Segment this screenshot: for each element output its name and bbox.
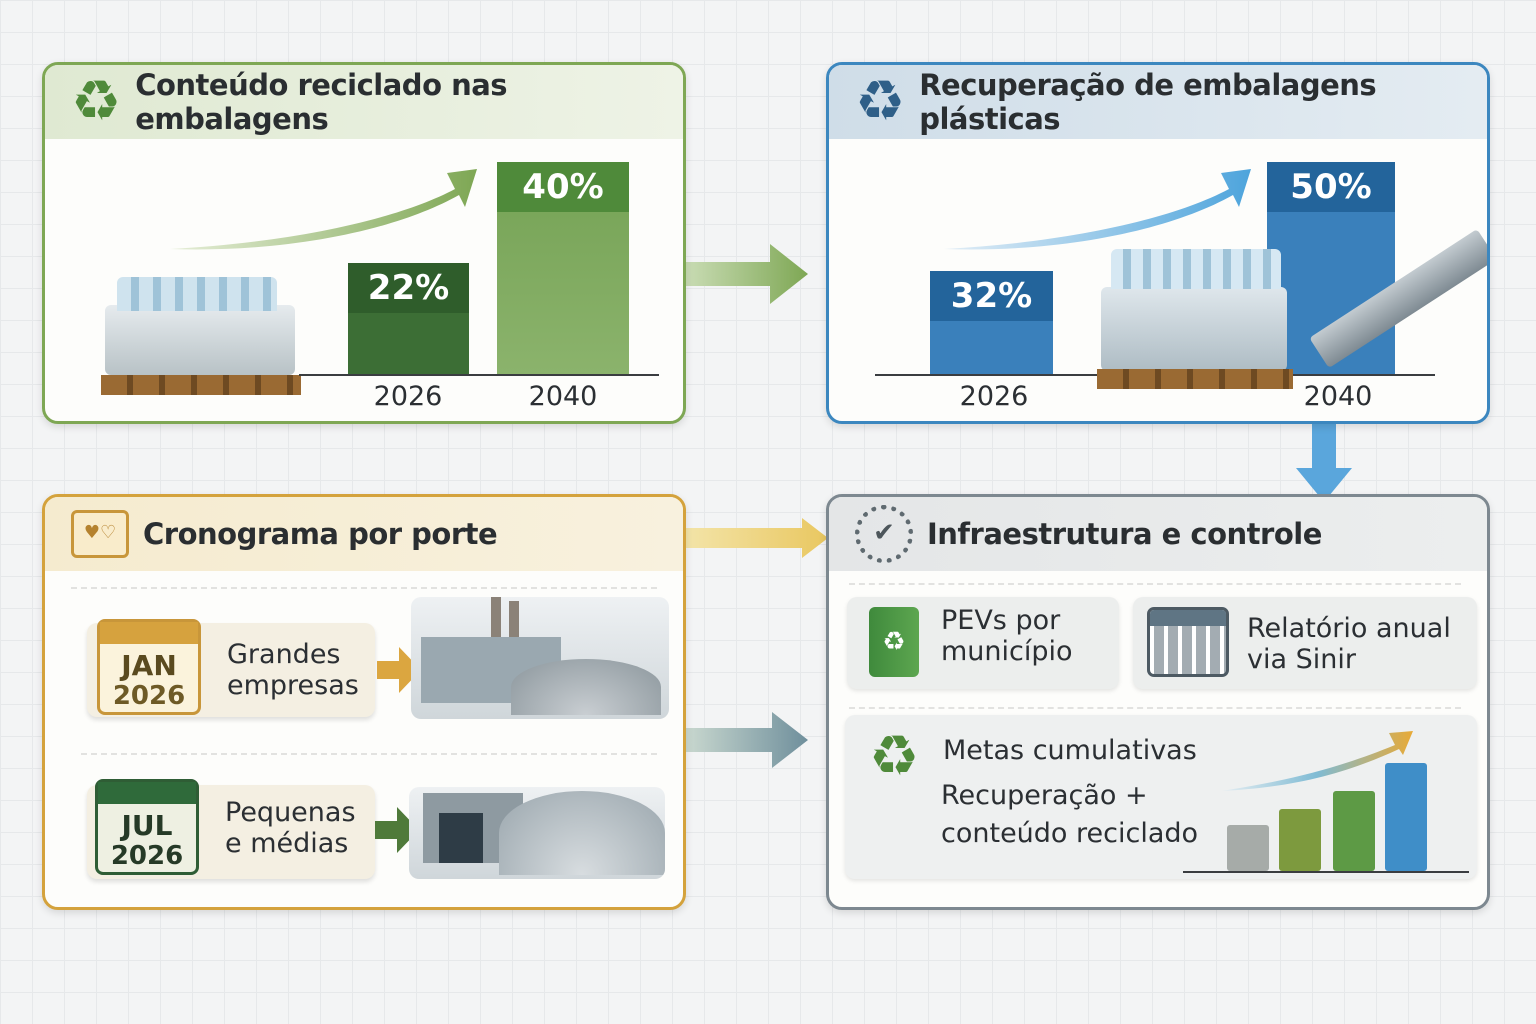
bar-2040: 40% xyxy=(497,162,629,374)
calendar-month: JAN xyxy=(121,649,177,682)
warehouse-image xyxy=(409,787,665,879)
bar-2026: 32% xyxy=(930,271,1053,374)
panel-header: ♻ Recuperação de embalagens plásticas xyxy=(829,65,1487,139)
growth-arrow-icon xyxy=(944,169,1251,250)
arrow-connector-bottom xyxy=(686,712,808,768)
bottle-bale-conveyor-image xyxy=(1097,189,1487,399)
panel-recovery: ♻ Recuperação de embalagens plásticas 32… xyxy=(826,62,1490,424)
bar-value-label: 22% xyxy=(348,263,469,313)
arrow-right-icon xyxy=(375,807,419,853)
panel-title: Conteúdo reciclado nas embalagens xyxy=(135,68,508,136)
bar-value-label: 50% xyxy=(1267,162,1395,212)
goals-subtitle: Recuperação +conteúdo reciclado xyxy=(941,780,1199,849)
arrow-connector-mid xyxy=(686,518,828,558)
year-label: 2040 xyxy=(528,381,598,412)
year-label: 2040 xyxy=(1303,381,1373,412)
factory-image xyxy=(411,597,669,719)
panel-header: ✔ Infraestrutura e controle xyxy=(829,497,1487,571)
recycle-icon: ♻ xyxy=(855,69,906,134)
gear-check-icon: ✔ xyxy=(855,505,913,563)
mini-bar-chart-icon xyxy=(1183,731,1469,873)
panel-title: Cronograma por porte xyxy=(143,517,498,551)
bar-value-label: 32% xyxy=(930,271,1053,321)
calendar-icon xyxy=(1147,607,1229,677)
panel-recycled-content: ♻ Conteúdo reciclado nas embalagens 22% … xyxy=(42,62,686,424)
arrow-right-icon xyxy=(377,647,421,693)
panel-header: ♻ Conteúdo reciclado nas embalagens xyxy=(45,65,683,139)
calendar-year: 2026 xyxy=(112,681,186,711)
calendar-month: JUL xyxy=(121,809,173,842)
calendar-badge-jan: JAN 2026 xyxy=(97,619,201,715)
divider xyxy=(81,753,657,755)
panel-header: ♥♡ Cronograma por porte xyxy=(45,497,683,571)
bottle-bale-image xyxy=(101,277,301,395)
growth-arrow-icon xyxy=(170,169,477,250)
recycle-icon: ♻ xyxy=(869,724,920,789)
arrow-connector-top xyxy=(686,244,808,304)
card-cumulative-goals: ♻ Metas cumulativas Recuperação +conteúd… xyxy=(845,715,1477,879)
divider xyxy=(849,583,1461,585)
divider xyxy=(849,707,1461,709)
goals-title: Metas cumulativas xyxy=(943,735,1197,766)
recycle-icon: ♻ xyxy=(71,69,122,134)
panel-title: Infraestrutura e controle xyxy=(927,517,1322,551)
year-label: 2026 xyxy=(373,381,443,412)
arrow-connector-down xyxy=(1296,424,1352,502)
panel-title: Recuperação de embalagens plásticas xyxy=(919,68,1377,136)
panel-schedule: ♥♡ Cronograma por porte JAN 2026 Grandes… xyxy=(42,494,686,910)
calendar-badge-jul: JUL 2026 xyxy=(95,779,199,875)
bar-value-label: 40% xyxy=(497,162,629,212)
recycling-bin-icon: ♻ xyxy=(869,607,919,677)
bar-2026: 22% xyxy=(348,263,469,374)
calendar-year: 2026 xyxy=(110,841,184,871)
calendar-icon: ♥♡ xyxy=(71,510,129,558)
year-label: 2026 xyxy=(959,381,1029,412)
chart-baseline xyxy=(299,374,659,376)
divider xyxy=(71,587,657,589)
